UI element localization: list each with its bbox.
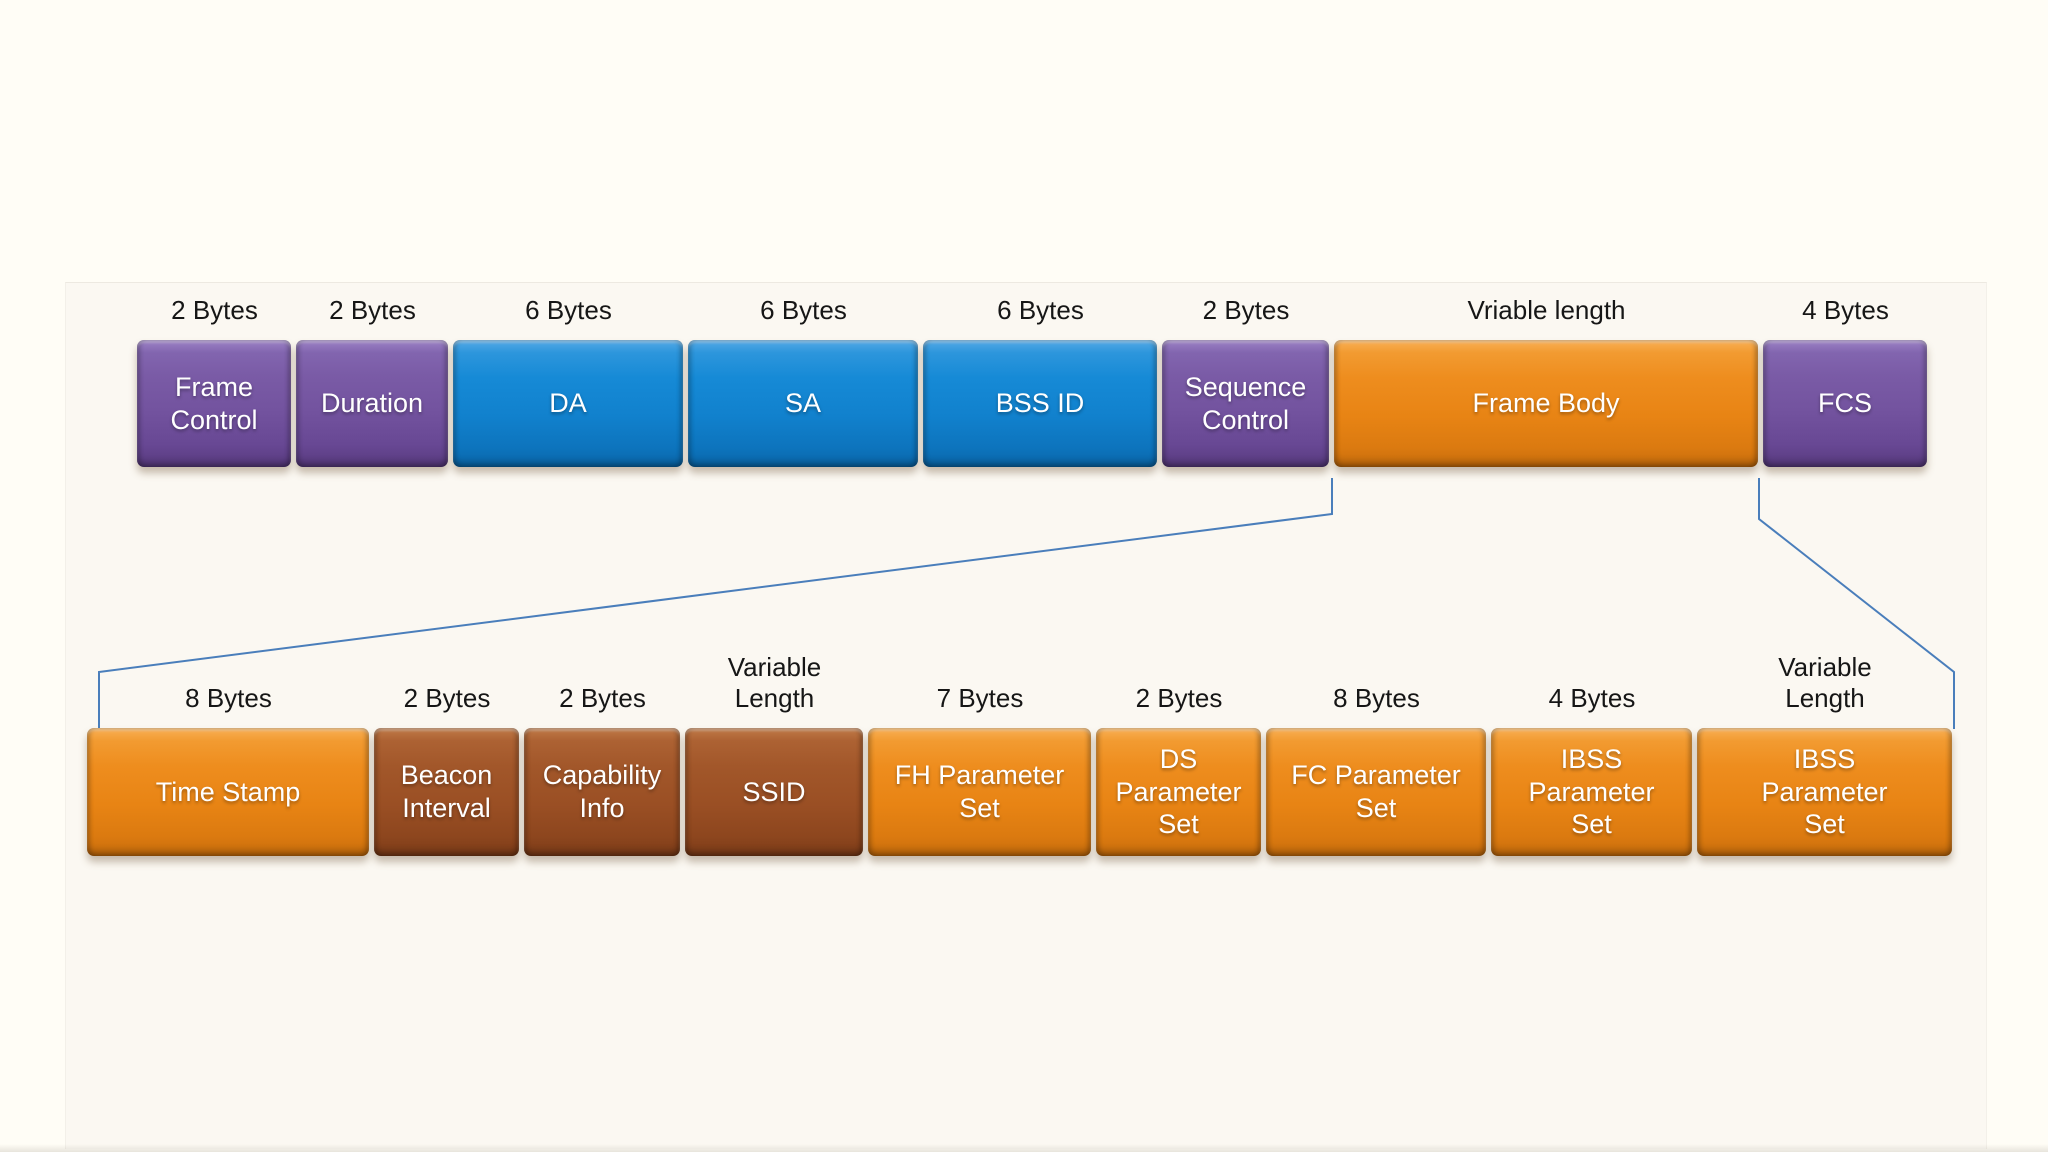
field-box-ibss-parameter-set: IBSS Parameter Set (1491, 728, 1692, 856)
field-label: IBSS Parameter Set (1528, 743, 1655, 840)
field-label: BSS ID (995, 388, 1085, 419)
size-label-beacon-interval: 2 Bytes (403, 682, 491, 713)
size-label-ibss-parameter-set: 4 Bytes (1548, 682, 1636, 713)
size-label-capability-info: 2 Bytes (559, 682, 646, 713)
field-box-beacon-interval: Beacon Interval (374, 728, 519, 856)
size-label-duration: 2 Bytes (329, 294, 416, 325)
size-label-sa: 6 Bytes (760, 294, 847, 325)
size-label-da: 6 Bytes (525, 294, 612, 325)
field-label: Frame Body (1472, 388, 1620, 419)
field-box-fc-parameter-set: FC Parameter Set (1266, 728, 1486, 856)
field-label: IBSS Parameter Set (1761, 743, 1888, 840)
field-box-ds-parameter-set: DS Parameter Set (1096, 728, 1261, 856)
field-label: DS Parameter Set (1115, 743, 1242, 840)
field-box-frame-body: Frame Body (1334, 340, 1758, 467)
size-label-frame-control: 2 Bytes (171, 294, 258, 325)
field-label: Sequence Control (1184, 371, 1307, 435)
size-label-frame-body: Vriable length (1467, 294, 1626, 325)
field-label: SA (784, 388, 822, 419)
field-label: Duration (320, 388, 424, 419)
field-label: DA (549, 388, 587, 419)
size-label-fcs: 4 Bytes (1802, 294, 1889, 325)
field-box-sequence-control: Sequence Control (1162, 340, 1329, 467)
size-label-fh-parameter-set: 7 Bytes (936, 682, 1024, 713)
field-box-fh-parameter-set: FH Parameter Set (868, 728, 1091, 856)
field-box-da: DA (453, 340, 683, 467)
field-label: FCS (1818, 388, 1872, 419)
size-label-ibss-parameter-set: Variable Length (1778, 651, 1872, 713)
field-box-capability-info: Capability Info (524, 728, 680, 856)
size-label-ssid: Variable Length (727, 651, 822, 713)
size-label-ds-parameter-set: 2 Bytes (1135, 682, 1223, 713)
field-box-fcs: FCS (1763, 340, 1927, 467)
field-label: Frame Control (170, 371, 258, 435)
field-label: Beacon Interval (400, 760, 493, 823)
field-box-ibss-parameter-set: IBSS Parameter Set (1697, 728, 1952, 856)
field-box-bss-id: BSS ID (923, 340, 1157, 467)
field-label: FC Parameter Set (1291, 760, 1461, 823)
field-label: Capability Info (542, 760, 662, 823)
field-label: Time Stamp (155, 776, 301, 807)
field-label: FH Parameter Set (894, 760, 1065, 823)
size-label-sequence-control: 2 Bytes (1202, 294, 1290, 325)
field-box-ssid: SSID (685, 728, 863, 856)
field-label: SSID (742, 776, 806, 807)
field-box-time-stamp: Time Stamp (87, 728, 369, 856)
field-box-frame-control: Frame Control (137, 340, 291, 467)
bottom-edge-shading (0, 1144, 2048, 1152)
size-label-bss-id: 6 Bytes (997, 294, 1084, 325)
field-box-sa: SA (688, 340, 918, 467)
size-label-fc-parameter-set: 8 Bytes (1333, 682, 1420, 713)
field-box-duration: Duration (296, 340, 448, 467)
size-label-time-stamp: 8 Bytes (185, 682, 272, 713)
